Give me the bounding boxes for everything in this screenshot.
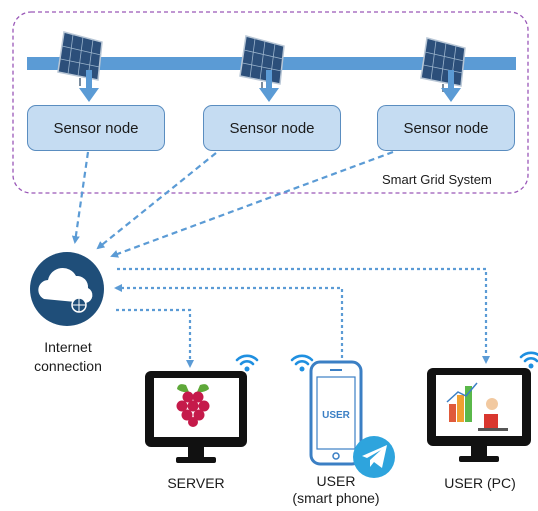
solar-panel-icon bbox=[57, 31, 103, 87]
smart-grid-group bbox=[12, 11, 529, 194]
sensor-node-label: Sensor node bbox=[53, 119, 139, 137]
solar-panel-icon bbox=[420, 37, 466, 93]
pc-monitor bbox=[427, 368, 531, 462]
telegram-icon bbox=[353, 436, 395, 478]
phone-label-line2: (smart phone) bbox=[292, 490, 380, 506]
phone-label-line1: USER bbox=[316, 473, 356, 489]
internet-label: Internet connection bbox=[18, 338, 118, 376]
wifi-icon bbox=[290, 354, 314, 373]
smart-phone bbox=[309, 360, 363, 466]
wifi-icon bbox=[519, 351, 538, 370]
server-label: SERVER bbox=[167, 475, 225, 491]
group-label: Smart Grid System bbox=[382, 172, 492, 187]
phone-label: USER (smart phone) bbox=[286, 473, 386, 507]
pc-label: USER (PC) bbox=[444, 475, 516, 491]
sensor-node-label: Sensor node bbox=[403, 119, 489, 137]
cloud-network-icon bbox=[30, 252, 104, 326]
sensor-node-label: Sensor node bbox=[229, 119, 315, 137]
phone-screen-text: USER bbox=[322, 410, 351, 421]
sensor-node-1: Sensor node bbox=[27, 105, 165, 151]
solar-panel-icon bbox=[239, 35, 285, 91]
raspberry-pi-icon bbox=[176, 384, 210, 427]
bus-to-node-arrows bbox=[79, 70, 461, 102]
internet-links bbox=[114, 267, 490, 368]
wifi-icon bbox=[235, 354, 259, 373]
sensor-node-2: Sensor node bbox=[203, 105, 341, 151]
chart-icon bbox=[446, 382, 508, 431]
internet-label-line1: Internet bbox=[44, 339, 92, 355]
internet-label-line2: connection bbox=[34, 358, 102, 374]
node-to-internet-arrows bbox=[71, 150, 394, 258]
sensor-node-3: Sensor node bbox=[377, 105, 515, 151]
